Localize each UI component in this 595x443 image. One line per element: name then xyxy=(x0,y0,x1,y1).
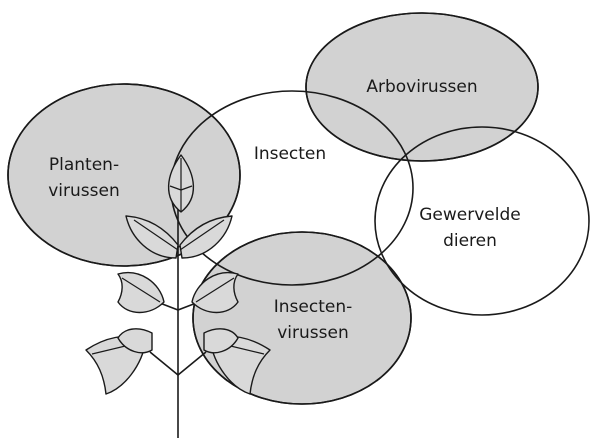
arbovirussen-label: Arbovirussen xyxy=(366,77,477,97)
gewervelde-dieren-label-line2: dieren xyxy=(443,231,497,251)
insectenvirussen-label-line2: virussen xyxy=(277,323,349,343)
gewervelde-dieren-label: Gewervelde xyxy=(419,205,520,225)
insectenvirussen-ellipse xyxy=(193,232,411,404)
insectenvirussen-label: Insecten- xyxy=(274,297,352,317)
plantenvirussen-label: Planten- xyxy=(49,155,119,175)
insecten-label: Insecten xyxy=(254,144,326,164)
plantenvirussen-label-line2: virussen xyxy=(48,181,120,201)
